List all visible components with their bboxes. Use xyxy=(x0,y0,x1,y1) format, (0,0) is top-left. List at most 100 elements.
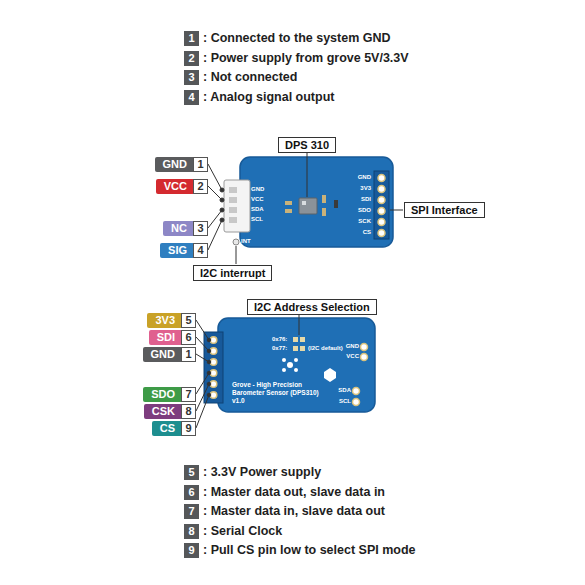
leader-line xyxy=(196,320,209,340)
silkscreen-label: 0x76: xyxy=(272,336,287,343)
node-text: 1 xyxy=(182,348,195,361)
chip-port xyxy=(302,201,306,205)
smd-part xyxy=(285,209,292,213)
pin-number: 1 xyxy=(193,157,208,172)
node-text: 7 xyxy=(182,388,195,401)
silkscreen-label: SDI xyxy=(361,196,371,203)
pin-number: 4 xyxy=(193,243,208,258)
silkscreen-label: VCC xyxy=(251,196,264,203)
address-pad xyxy=(300,346,305,351)
silkscreen-label: SDA xyxy=(338,387,351,394)
header-hole xyxy=(378,175,385,182)
silkscreen-label: INT xyxy=(241,238,251,245)
silkscreen-label: SCL xyxy=(339,398,351,405)
node-text: 6 xyxy=(184,485,199,500)
pin-dot xyxy=(207,393,211,397)
pin-description: : Pull CS pin low to select SPI mode xyxy=(203,543,416,558)
pin-tag: SIG xyxy=(160,243,193,258)
node-text: DPS 310 xyxy=(285,138,329,152)
smd-part xyxy=(322,195,326,203)
logo-dot xyxy=(294,368,298,372)
pin-dot xyxy=(220,188,224,192)
connector-slot xyxy=(229,217,237,223)
pin-dot xyxy=(220,218,224,222)
leader-line xyxy=(208,220,222,250)
silkscreen-label: SDO xyxy=(358,207,371,214)
leader-line xyxy=(196,384,209,411)
silkscreen-label: GND xyxy=(251,186,264,193)
leader-line xyxy=(390,210,403,211)
node-text: 3V3 xyxy=(155,313,175,328)
callout-number: 1 xyxy=(184,31,199,46)
pin-number: 8 xyxy=(181,404,196,419)
pin-description: : Master data in, slave data out xyxy=(203,504,385,519)
callout-number: 5 xyxy=(184,465,199,480)
address-pad xyxy=(293,337,298,342)
silkscreen-label: Grove - High Precision Barometer Sensor … xyxy=(232,381,320,396)
front-board xyxy=(224,157,393,247)
pin-dot xyxy=(207,371,211,375)
node-text: 1 xyxy=(194,158,207,171)
pin-number: 2 xyxy=(193,179,208,194)
pin-description: : Power supply from grove 5V/3.3V xyxy=(203,51,409,66)
silkscreen-label: SCK xyxy=(358,218,371,225)
callout-box: SPI Interface xyxy=(404,202,485,218)
pin-tag: SDO xyxy=(143,387,181,402)
pad xyxy=(353,399,360,406)
pin-description: : Master data out, slave data in xyxy=(203,485,385,500)
pin-description: : Not connected xyxy=(203,70,297,85)
pin-number: 1 xyxy=(181,347,196,362)
pin-dot xyxy=(220,198,224,202)
leader-lines xyxy=(208,153,403,264)
pin-dot xyxy=(220,208,224,212)
pin-tag: CSK xyxy=(144,404,181,419)
node-text: I2C Address Selection xyxy=(254,300,370,314)
pin-dot xyxy=(207,382,211,386)
node-text: 8 xyxy=(184,524,199,539)
callout-number: 6 xyxy=(184,485,199,500)
logo-dot xyxy=(282,358,286,362)
pcb xyxy=(218,318,375,412)
grove-connector xyxy=(224,180,250,232)
leader-lines xyxy=(196,315,299,428)
callout-box: I2C Address Selection xyxy=(247,299,377,315)
connector-slot xyxy=(229,207,237,213)
silkscreen-label: SCL xyxy=(251,216,263,223)
header-hole xyxy=(378,230,385,237)
back-board xyxy=(204,318,375,412)
pin-description: : 3.3V Power supply xyxy=(203,465,321,480)
node-text: 4 xyxy=(194,244,207,257)
callout-number: 4 xyxy=(184,90,199,105)
pin-number: 7 xyxy=(181,387,196,402)
spi-header xyxy=(374,171,389,239)
node-text: 2 xyxy=(184,51,199,66)
connector-slot xyxy=(229,187,237,193)
silkscreen-label: 3V3 xyxy=(360,185,371,192)
callout-box: I2C interrupt xyxy=(193,265,272,281)
silkscreen-label: GND xyxy=(346,343,359,350)
node-text: CSK xyxy=(152,404,175,419)
pin-tag: 3V3 xyxy=(147,313,181,328)
pin-tag: NC xyxy=(163,221,193,236)
address-pad xyxy=(293,346,298,351)
smd-part xyxy=(322,208,326,216)
node-text: 3 xyxy=(194,222,207,235)
address-pad xyxy=(300,337,305,342)
pin-tag: CS xyxy=(152,421,181,436)
pin-tag: VCC xyxy=(156,179,193,194)
pin-number: 6 xyxy=(181,330,196,345)
callout-number: 2 xyxy=(184,51,199,66)
dps310-chip xyxy=(299,198,317,214)
int-pad xyxy=(233,239,239,245)
node-text: 8 xyxy=(182,405,195,418)
pin-number: 9 xyxy=(181,421,196,436)
logo xyxy=(282,358,298,372)
node-text: GND xyxy=(163,157,187,172)
callout-box: DPS 310 xyxy=(278,137,336,153)
leader-line xyxy=(236,246,237,264)
pin-description: : Analog signal output xyxy=(203,90,334,105)
leader-line xyxy=(299,315,300,335)
pin-tag: GND xyxy=(155,157,193,172)
node-text: 2 xyxy=(194,180,207,193)
smd-part xyxy=(285,201,292,205)
